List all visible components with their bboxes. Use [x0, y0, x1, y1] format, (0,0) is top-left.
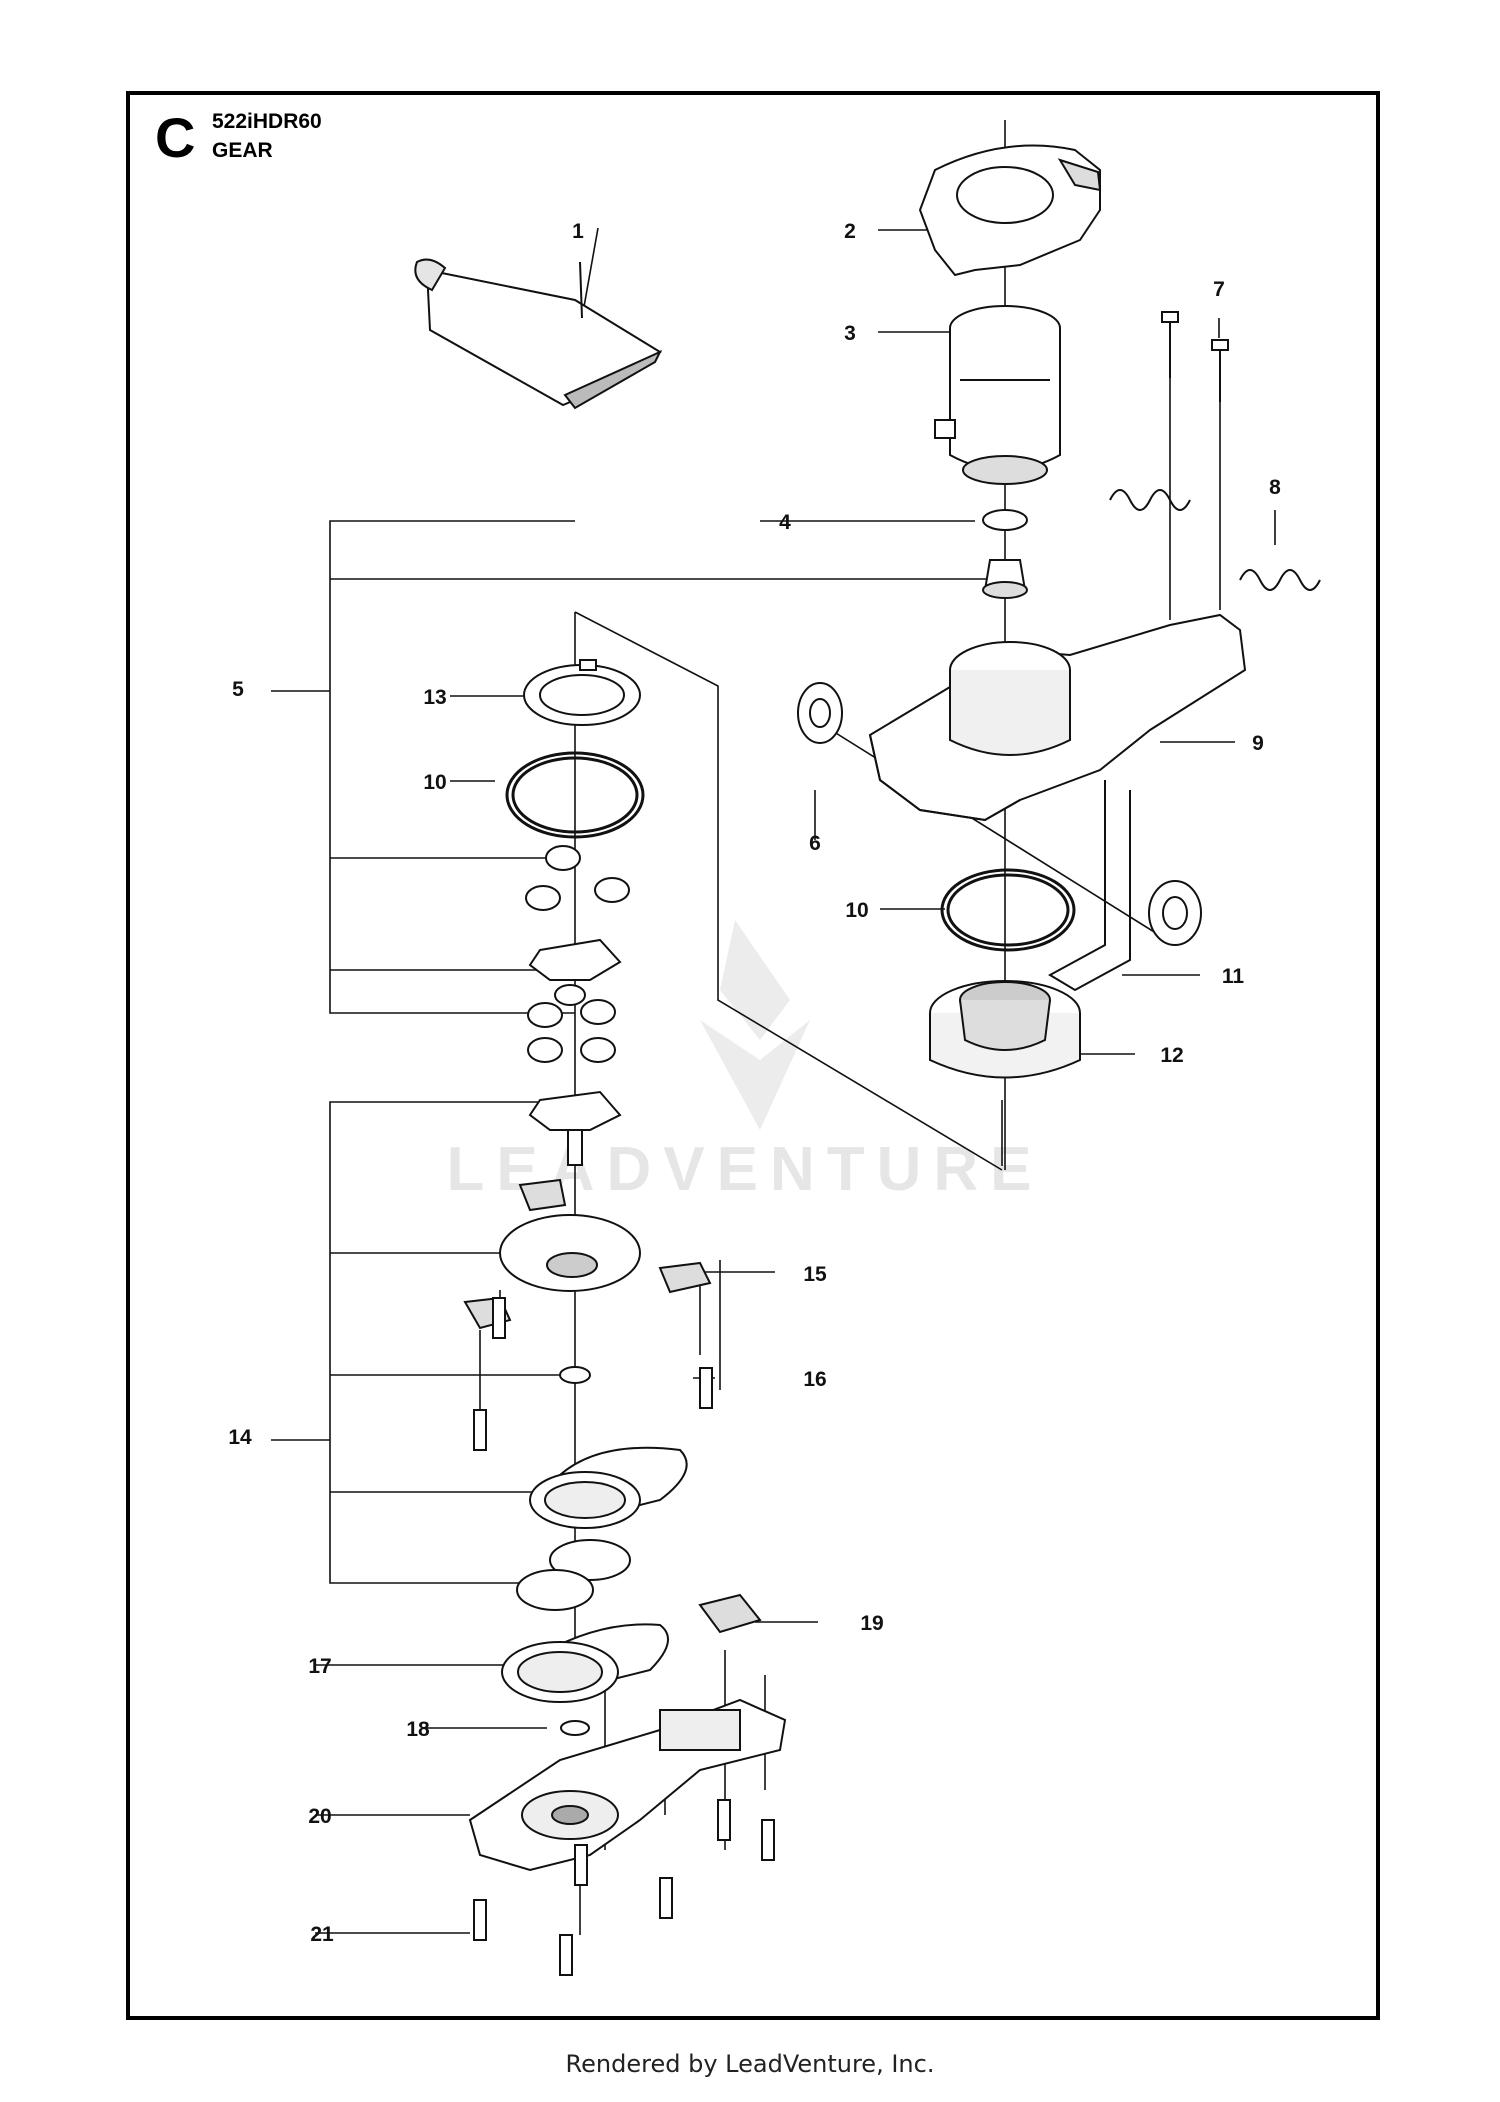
- callout-16: 16: [803, 1368, 826, 1391]
- callout-10a: 10: [423, 771, 446, 794]
- header: C 522iHDR60 GEAR: [155, 106, 322, 169]
- bearing-housing-part: [463, 1178, 713, 1451]
- callout-6: 6: [809, 832, 821, 855]
- clip-ring-part: [523, 659, 641, 726]
- callout-20: 20: [308, 1805, 331, 1828]
- leader-lines: [271, 120, 1276, 1935]
- callout-12: 12: [1160, 1044, 1183, 1067]
- callout-2: 2: [844, 220, 856, 243]
- seal-part: [501, 1446, 688, 1736]
- callout-19: 19: [860, 1612, 883, 1635]
- coupling-part: [982, 509, 1028, 599]
- callout-1: 1: [572, 220, 584, 243]
- bumper-part: [797, 682, 1202, 946]
- callout-15: 15: [803, 1263, 827, 1286]
- callout-17: 17: [308, 1655, 331, 1678]
- gear-housing-part: [868, 613, 1247, 822]
- callout-13: 13: [423, 686, 446, 709]
- planetary-gear-stage: [525, 845, 630, 1166]
- o-ring-part: [505, 751, 1076, 952]
- assembly-name: GEAR: [212, 139, 273, 162]
- callout-10b: 10: [845, 899, 868, 922]
- callout-21: 21: [310, 1923, 334, 1946]
- motor-part: [934, 305, 1061, 485]
- callout-3: 3: [844, 322, 856, 345]
- diagram-border: [126, 91, 1380, 2020]
- callout-4: 4: [779, 511, 791, 534]
- section-letter: C: [155, 106, 195, 169]
- rod-part: [1047, 780, 1131, 992]
- screw-part: [1161, 311, 1229, 402]
- grease-tube-part: [414, 258, 663, 410]
- callout-7: 7: [1213, 278, 1225, 301]
- callout-11: 11: [1222, 965, 1245, 988]
- ring-gear-part: [929, 980, 1081, 1079]
- callout-14: 14: [228, 1426, 252, 1449]
- callout-18: 18: [406, 1718, 430, 1741]
- callout-9: 9: [1252, 732, 1264, 755]
- clip-part: [698, 1593, 762, 1634]
- callout-8: 8: [1269, 476, 1281, 499]
- footer-credit: Rendered by LeadVenture, Inc.: [565, 2050, 935, 2078]
- callout-5: 5: [232, 678, 244, 701]
- lower-gear-housing-part: [468, 1698, 787, 1976]
- spring-part: [1109, 489, 1321, 591]
- motor-cover-part: [918, 144, 1102, 277]
- model-number: 522iHDR60: [212, 110, 322, 133]
